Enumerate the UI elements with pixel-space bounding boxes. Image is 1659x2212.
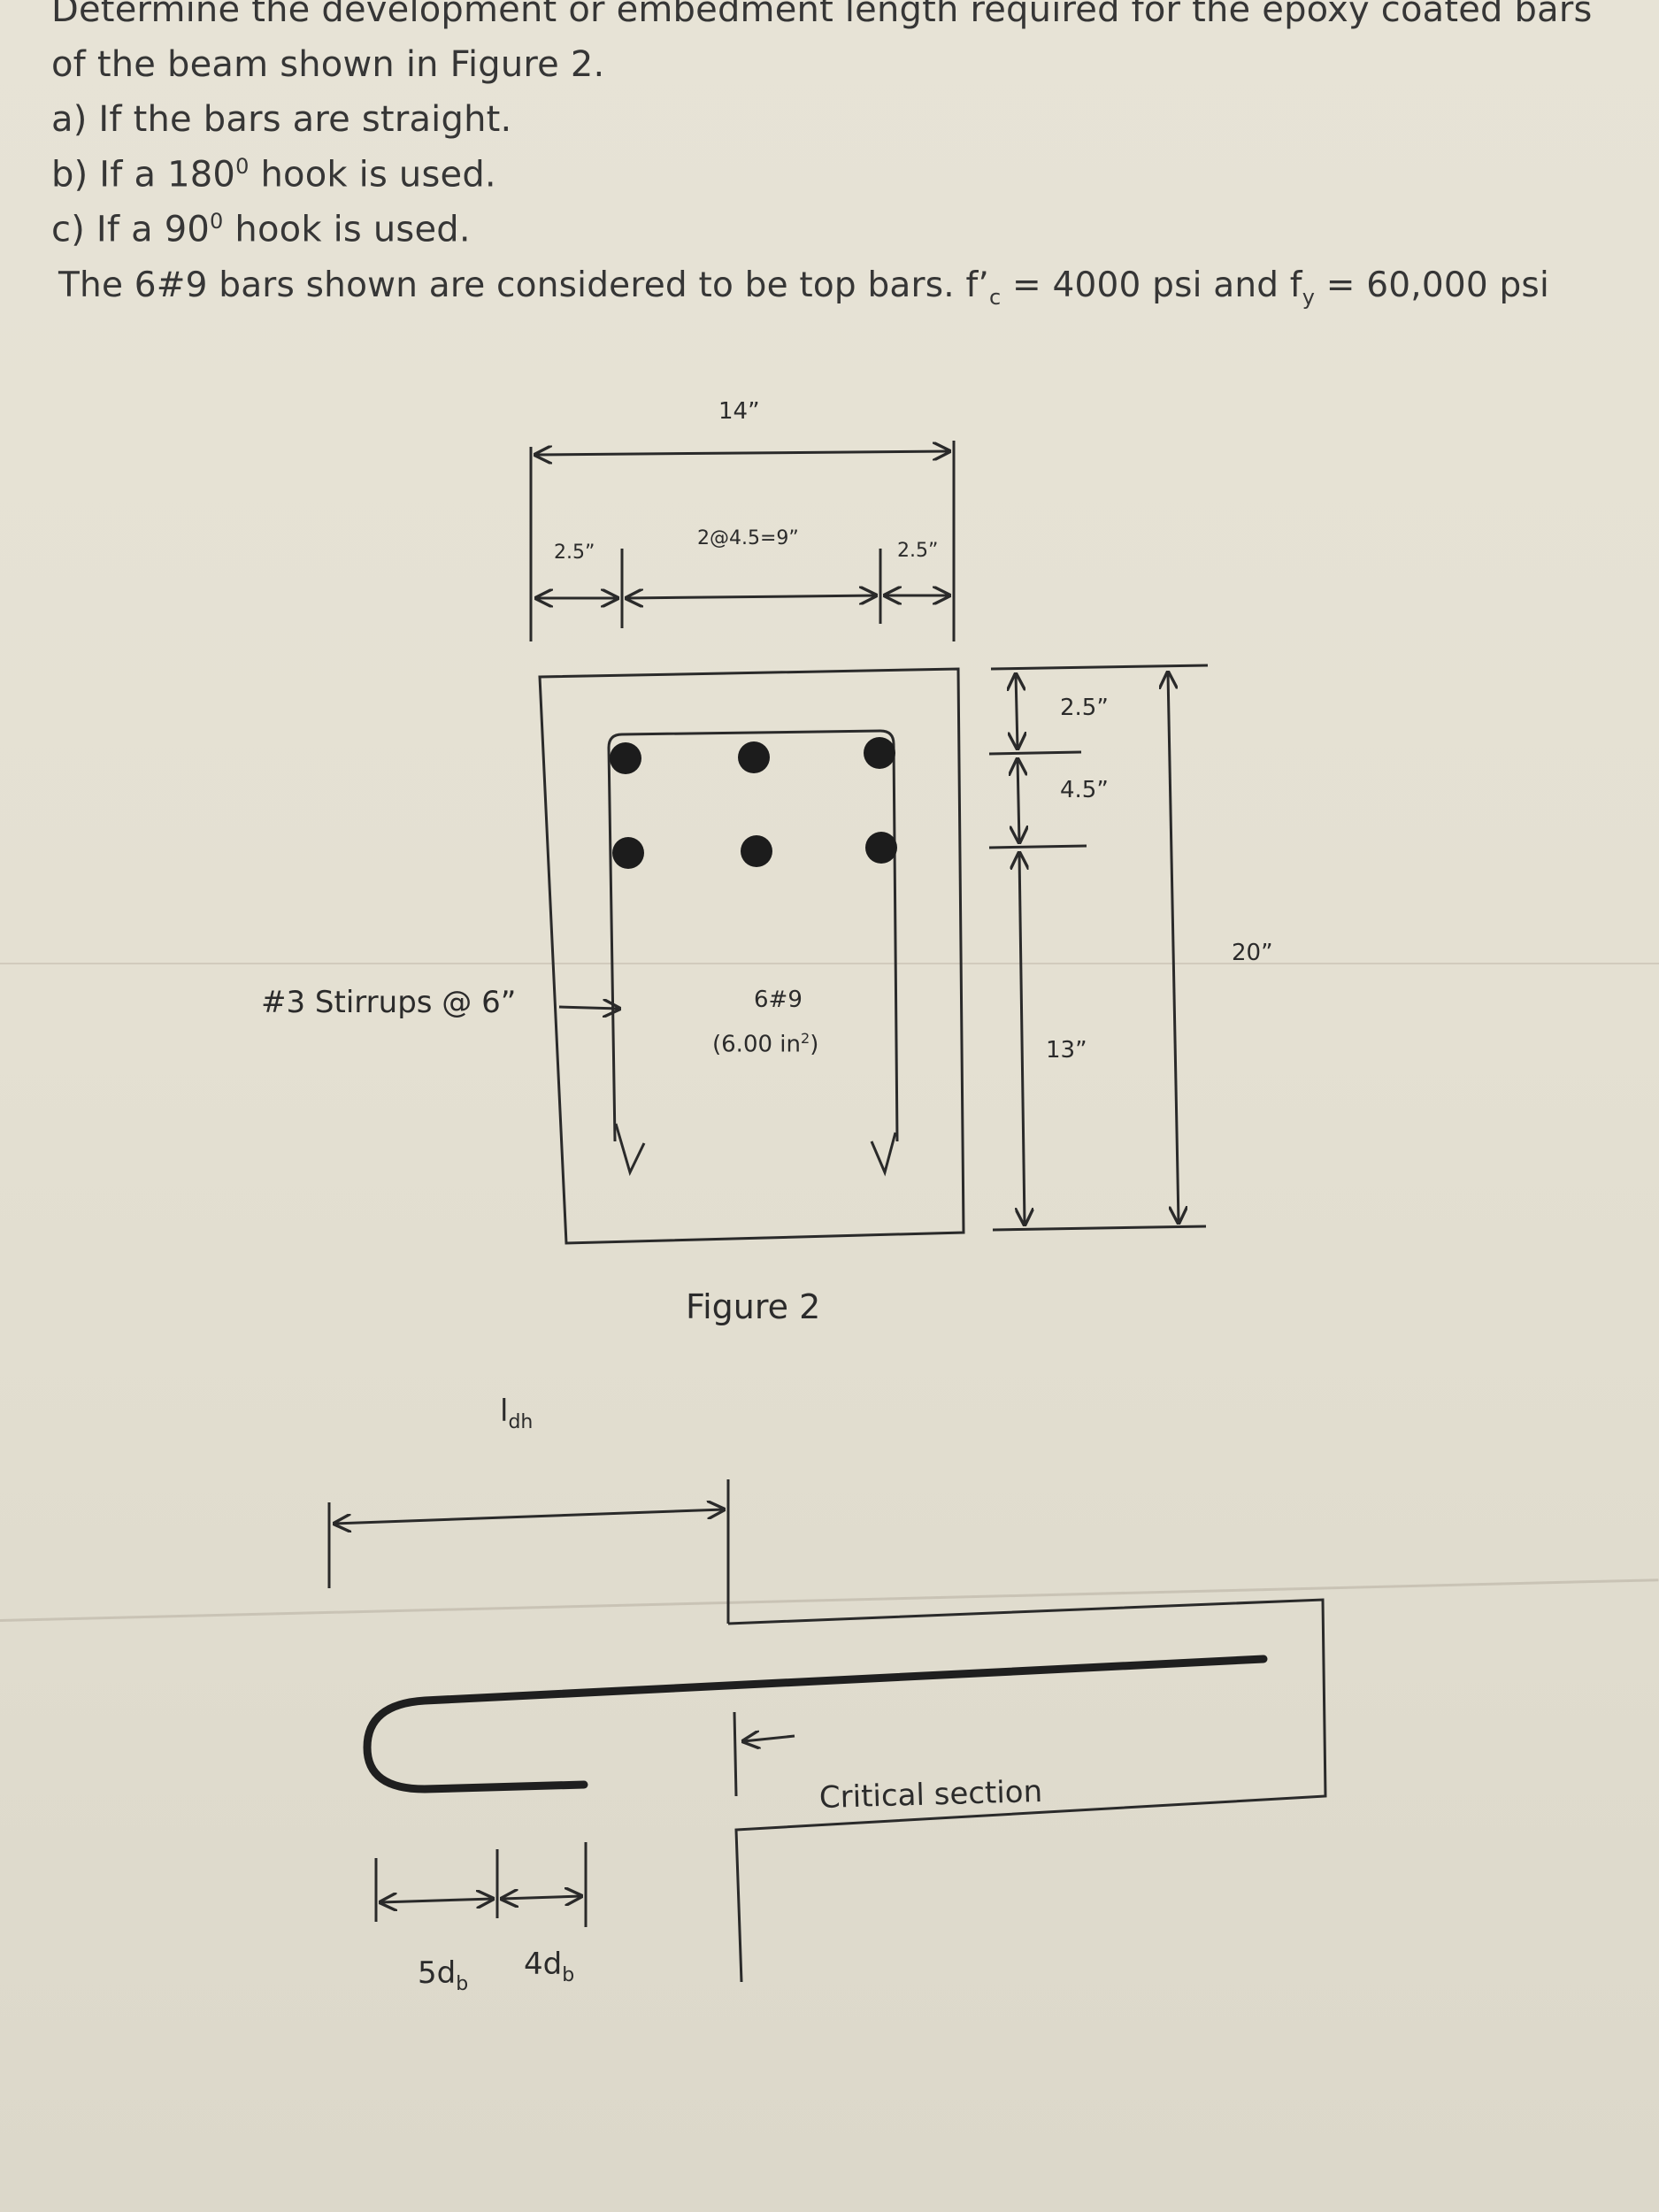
dim-line-spacing <box>626 595 876 598</box>
problem-part-c: c) If a 900 hook is used. <box>51 209 471 250</box>
four-db-subscript: b <box>562 1963 575 1986</box>
rebar-top-middle <box>738 741 770 773</box>
rebar-bottom-middle <box>741 835 772 867</box>
critical-section-line <box>733 1711 738 1797</box>
degree-mark: 0 <box>235 154 250 179</box>
part-c-text: c) If a 90 <box>51 209 211 250</box>
problem-part-b: b) If a 1800 hook is used. <box>51 154 496 195</box>
given-text-end: = 60,000 psi <box>1315 265 1549 305</box>
label-row-spacing: 4.5” <box>1060 777 1109 803</box>
problem-part-a: a) If the bars are straight. <box>51 99 512 140</box>
four-db-text: 4d <box>524 1947 563 1982</box>
problem-intro-line1: Determine the development or embedment l… <box>51 0 1593 30</box>
part-c-text-end: hook is used. <box>223 209 471 250</box>
figure-caption: Figure 2 <box>686 1287 821 1326</box>
given-text-mid: = 4000 psi and f <box>1001 265 1302 305</box>
bar-area-exponent: 2 <box>801 1030 810 1047</box>
label-bars: 6#9 <box>754 987 803 1013</box>
fy-subscript: y <box>1302 284 1316 310</box>
dim-line-5db <box>380 1899 493 1902</box>
dim-line-14in <box>535 451 949 455</box>
dim-line-4db <box>502 1896 581 1899</box>
critical-section-arrow <box>743 1736 795 1741</box>
part-b-text: b) If a 180 <box>51 154 236 196</box>
hooked-bar <box>363 1655 1268 1793</box>
stirrup-hook-right <box>870 1132 897 1177</box>
label-stirrups: #3 Stirrups @ 6” <box>261 985 517 1020</box>
problem-intro-line2: of the beam shown in Figure 2. <box>51 44 605 85</box>
bar-area-text: (6.00 in <box>712 1031 802 1058</box>
label-5db: 5db <box>418 1955 468 1995</box>
stirrup <box>607 729 899 1142</box>
five-db-subscript: b <box>456 1972 469 1995</box>
ldh-dimension-line <box>334 1509 724 1524</box>
rebar-bottom-left <box>612 837 644 869</box>
label-14in: 14” <box>718 398 760 425</box>
stirrup-hook-left <box>614 1123 646 1177</box>
label-13in: 13” <box>1046 1037 1087 1064</box>
dim-line-row-spacing <box>1018 759 1019 842</box>
paper-fold-line <box>0 963 1659 964</box>
label-bar-area: (6.00 in2) <box>712 1030 818 1058</box>
label-top-cover: 2.5” <box>1060 695 1109 721</box>
dim-line-top-cover <box>1016 674 1018 749</box>
label-critical-section: Critical section <box>818 1773 1043 1816</box>
fc-subscript: c <box>989 284 1002 310</box>
part-b-text-end: hook is used. <box>249 154 496 196</box>
rebar-top-right <box>864 737 895 769</box>
degree-mark: 0 <box>210 209 224 234</box>
label-20in: 20” <box>1232 940 1273 966</box>
column-joint-outline <box>727 1598 1327 1983</box>
label-spacing: 2@4.5=9” <box>697 527 799 549</box>
problem-given: The 6#9 bars shown are considered to be … <box>58 265 1549 310</box>
dim-extension-top <box>990 664 1209 671</box>
five-db-text: 5d <box>418 1955 457 1991</box>
rebar-bottom-right <box>865 832 897 864</box>
dim-extension-bottom <box>992 1225 1207 1232</box>
bar-area-close: ) <box>810 1031 819 1058</box>
dim-line-20in <box>1168 672 1179 1223</box>
label-4db: 4db <box>524 1947 574 1986</box>
label-cover-right: 2.5” <box>897 540 939 562</box>
label-ldh: ldh <box>500 1394 533 1433</box>
dim-extension-row2 <box>988 844 1087 849</box>
dim-extension-row1 <box>988 750 1082 756</box>
stirrup-leader <box>558 1007 619 1009</box>
given-text: The 6#9 bars shown are considered to be … <box>58 265 989 305</box>
beam-section-outline <box>538 667 965 1245</box>
ldh-subscript: dh <box>508 1410 534 1433</box>
dim-line-13in <box>1019 853 1025 1225</box>
label-cover-left: 2.5” <box>554 541 595 564</box>
hook-detail-drawing <box>327 1479 1327 1983</box>
ldh-letter: l <box>500 1394 509 1429</box>
rebar-top-left <box>610 742 641 774</box>
